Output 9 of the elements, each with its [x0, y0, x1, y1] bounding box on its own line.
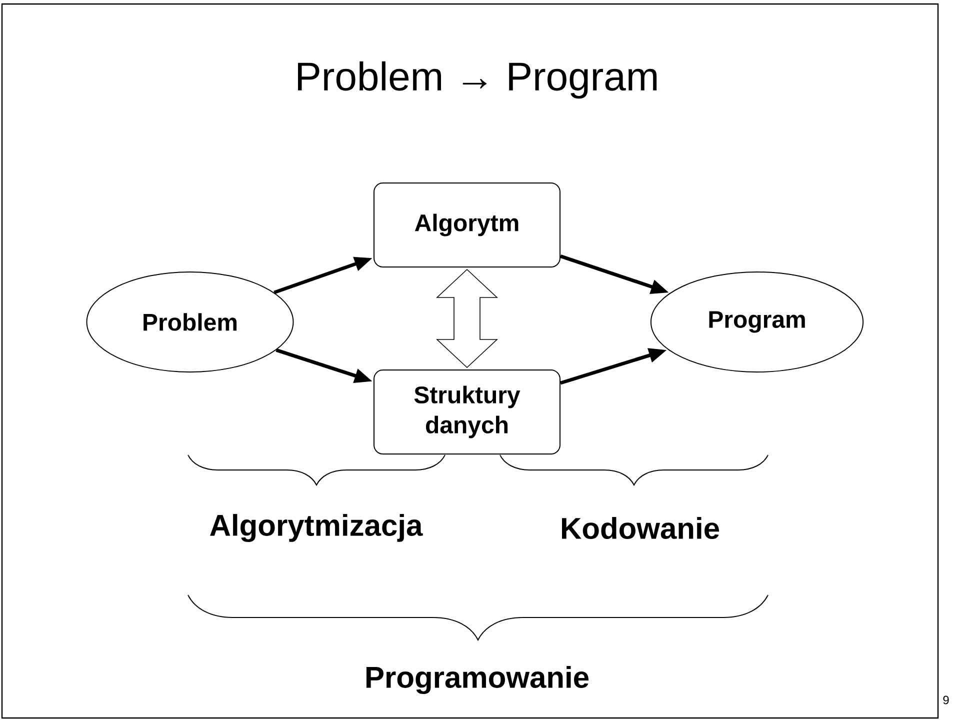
brace-label: Algorytmizacja [210, 514, 423, 542]
brace-label: Programowanie [366, 666, 589, 694]
brace-label: Kodowanie [562, 516, 720, 540]
ellipse-node: Program [650, 272, 864, 372]
title: Problem → Program [298, 61, 657, 99]
ellipse-node: Problem [86, 272, 294, 372]
rounded-box: Struktury danych [374, 370, 560, 454]
rounded-box: Algorytm [374, 182, 560, 268]
page-number: 9 [943, 696, 949, 704]
